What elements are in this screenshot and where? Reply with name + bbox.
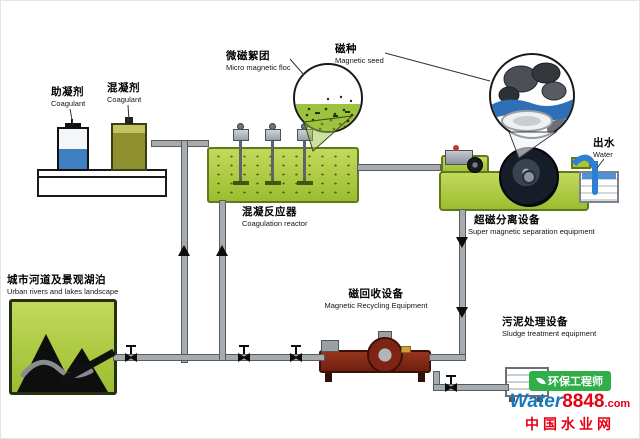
- flow-arrow-up-icon: [178, 245, 190, 256]
- label-coagulant-zh: 混凝剂: [107, 82, 140, 94]
- label-coagulant-en: Coagulant: [107, 94, 142, 104]
- separator-drum-hub: [522, 170, 536, 184]
- pipe-reactor-to-separator: [357, 164, 441, 171]
- flow-arrow-up-icon: [216, 245, 228, 256]
- watermark-brand-number: 8848: [562, 391, 605, 412]
- label-coagulant-aid-zh: 助凝剂: [51, 86, 84, 98]
- mixer-2-paddle: [265, 181, 281, 185]
- valve-icon: [124, 345, 138, 362]
- separator-indicator: [453, 145, 459, 151]
- label-coagulant-aid: 助凝剂 Coagulant: [51, 86, 85, 108]
- label-sludge-treatment-en: Sludge treatment equipment: [502, 328, 597, 338]
- watermark-badge-text: 环保工程师: [548, 376, 603, 388]
- label-coagulation-reactor-zh: 混凝反应器: [242, 206, 297, 218]
- label-micro-magnetic-floc-zh: 微磁絮团: [226, 50, 270, 62]
- recycler-wheel: [367, 337, 403, 373]
- river-source-tank: [9, 299, 117, 395]
- flow-arrow-down-icon: [456, 237, 468, 248]
- flow-arrow-down-icon: [456, 307, 468, 318]
- recycler-leg-left: [325, 373, 332, 382]
- label-coagulant-aid-en: Coagulant: [51, 98, 86, 108]
- label-urban-rivers: 城市河道及景观湖泊 Urban rivers and lakes landsca…: [7, 274, 118, 296]
- watermark-site-name: 中国水业网: [525, 415, 615, 432]
- watermark-brand-water: Water: [509, 391, 563, 412]
- mixer-1-paddle: [233, 181, 249, 185]
- watermark-brand-domain: .com: [604, 398, 631, 410]
- recycler-motor: [321, 340, 339, 352]
- coagulant-aid-lid: [65, 123, 81, 127]
- floc-callout-content: [295, 95, 361, 131]
- mixer-3-shaft: [303, 141, 306, 185]
- watermark-badge: 环保工程师: [529, 371, 611, 391]
- leader-line-seed: [384, 52, 491, 82]
- reactor-floc-specks: [212, 152, 354, 198]
- pipe-recycle-riser: [219, 200, 226, 361]
- label-magnetic-seed: 磁种 Magnetic seed: [335, 43, 384, 65]
- coagulant-aid-liquid: [59, 149, 87, 169]
- label-urban-rivers-zh: 城市河道及景观湖泊: [7, 274, 106, 286]
- mixer-3-paddle: [297, 181, 313, 185]
- label-magnetic-seed-zh: 磁种: [335, 43, 357, 55]
- label-sludge-treatment-zh: 污泥处理设备: [502, 316, 568, 328]
- leader-line-floc: [289, 58, 305, 76]
- label-coagulation-reactor-en: Coagulation reactor: [242, 218, 308, 228]
- label-outlet-water: 出水 Water: [593, 137, 615, 159]
- label-urban-rivers-en: Urban rivers and lakes landscape: [7, 286, 119, 296]
- label-micro-magnetic-floc-en: Micro magnetic floc: [226, 62, 291, 72]
- sludge-tank-leg-right: [537, 397, 543, 402]
- label-magnetic-recycling-zh: 磁回收设备: [348, 288, 404, 300]
- watermark-brand: Water8848.com: [509, 391, 631, 413]
- separator-spout: [571, 157, 591, 169]
- label-sludge-treatment: 污泥处理设备 Sludge treatment equipment: [502, 316, 596, 338]
- dosing-platform: [37, 169, 167, 197]
- valve-icon: [237, 345, 251, 362]
- outlet-water-pool: [582, 173, 616, 179]
- sludge-tank-leg-left: [509, 397, 515, 402]
- seed-callout-content: [491, 62, 573, 137]
- coagulant-tank-cap: [125, 117, 133, 124]
- label-super-magnetic-separation: 超磁分离设备 Super magnetic separation equipme…: [468, 214, 595, 236]
- dosing-platform-shelf: [39, 176, 165, 178]
- label-micro-magnetic-floc: 微磁絮团 Micro magnetic floc: [226, 50, 291, 72]
- recycler-coupling: [401, 346, 411, 353]
- recycler-leg-right: [418, 373, 425, 382]
- label-super-magnetic-separation-zh: 超磁分离设备: [474, 214, 540, 226]
- label-outlet-water-en: Water: [593, 149, 613, 159]
- leader-line-outlet-water: [596, 158, 605, 169]
- pipe-to-sludge: [433, 384, 509, 391]
- label-outlet-water-zh: 出水: [593, 137, 615, 149]
- label-magnetic-recycling-en: Magnetic Recycling Equipment: [324, 300, 428, 310]
- mixer-3-motor: [297, 129, 313, 141]
- valve-icon: [289, 345, 303, 362]
- label-super-magnetic-separation-en: Super magnetic separation equipment: [468, 226, 595, 236]
- separator-pulley: [467, 157, 483, 173]
- mixer-2-motor: [265, 129, 281, 141]
- pipe-separator-drain: [459, 209, 466, 361]
- label-coagulation-reactor: 混凝反应器 Coagulation reactor: [242, 206, 307, 228]
- pipe-drain-to-recycler: [429, 354, 466, 361]
- coagulant-tank-lid: [113, 125, 145, 133]
- mixer-1-motor: [233, 129, 249, 141]
- pipe-dosing-line: [151, 140, 209, 147]
- label-magnetic-recycling: 磁回收设备 Magnetic Recycling Equipment: [309, 288, 443, 310]
- mixer-2-shaft: [271, 141, 274, 185]
- seed-callout-circle: [489, 53, 575, 139]
- watermark: 环保工程师 Water8848.com 中国水业网: [509, 371, 631, 434]
- mixer-1-shaft: [239, 141, 242, 185]
- label-coagulant: 混凝剂 Coagulant: [107, 82, 141, 104]
- outlet-water-stream: [592, 161, 598, 195]
- valve-icon: [444, 375, 458, 392]
- floc-callout-circle: [293, 63, 363, 133]
- label-magnetic-seed-en: Magnetic seed: [335, 55, 384, 65]
- leaf-icon: [536, 376, 546, 386]
